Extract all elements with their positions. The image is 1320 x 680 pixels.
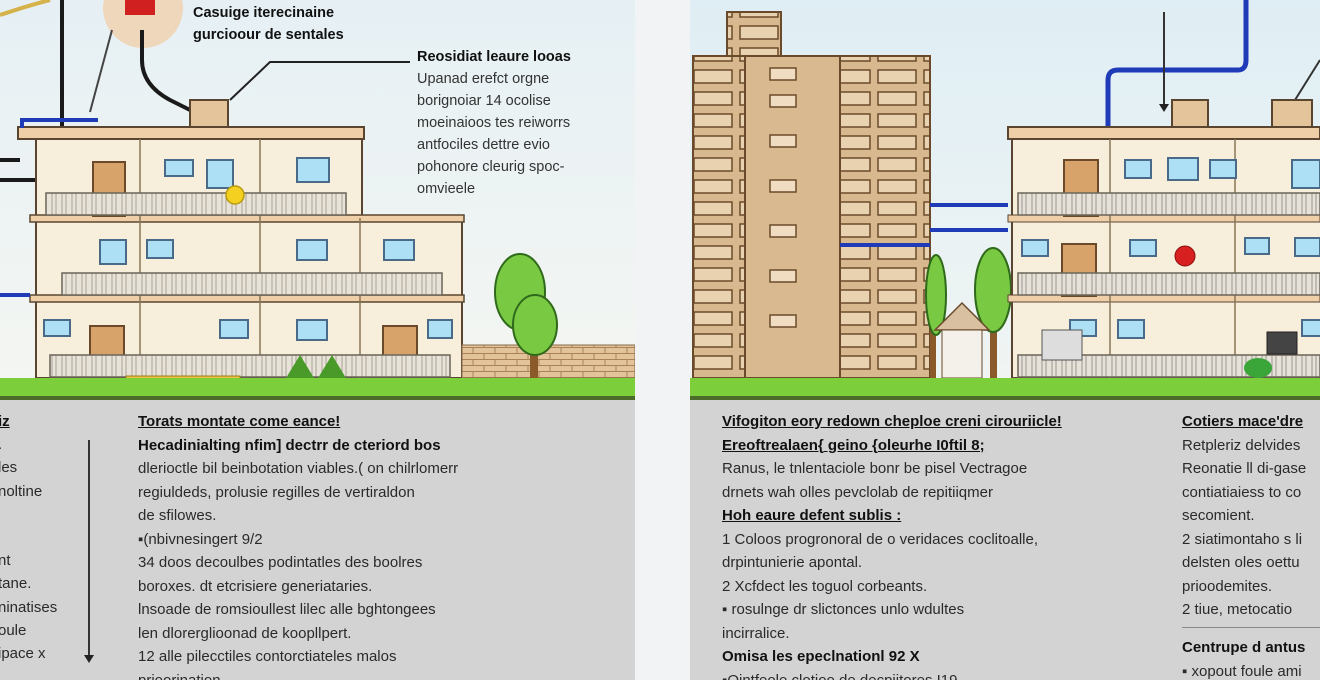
body-line: Ranus, le tnlentaciole bonr be pisel Vec…	[722, 460, 1028, 477]
top-callout: Casuige iterecinaine gurcioour de sental…	[193, 2, 344, 46]
body-line: drpintunierie apontal.	[722, 554, 863, 571]
callout-line: moeinaioos tes reiworrs	[417, 115, 571, 131]
light-icon	[225, 185, 245, 205]
power-cable	[0, 0, 51, 17]
chimney	[189, 99, 229, 129]
body-line: de sfilowes.	[138, 507, 217, 524]
section-title: Vifogiton eory redown cheploe creni ciro…	[722, 413, 1062, 430]
section-title: Torats montate come eance!	[138, 413, 341, 430]
low-rise-building-scene	[0, 0, 635, 400]
right-callout: Reosidiat leaure looas Upanad erefct org…	[417, 46, 571, 200]
side-line: secomient.	[1182, 507, 1255, 524]
body-line: ▪Ointfeole clotioo de decpiitores I19	[722, 671, 958, 680]
down-arrow	[88, 440, 90, 658]
body-line: 1 Coloos progronoral de o veridaces cocl…	[722, 530, 1039, 548]
body-line: dlerioctle bil beinbotation viables.( on…	[138, 460, 459, 477]
footer-heading: Omisa les epeclnationl 92 X	[722, 648, 920, 665]
body-line: len dlorerglioonad de koopllpert.	[138, 624, 352, 642]
left-text-panel: iz . les noltine nt tane. ninatises oule…	[0, 400, 635, 680]
main-column: Torats montate come eance! Hecadinialtin…	[138, 410, 458, 680]
balcony-railings	[45, 192, 451, 378]
ground	[690, 378, 1320, 398]
body-line: ▪ xopout foule ami	[1182, 662, 1302, 680]
device-icon	[125, 0, 155, 15]
bushes	[286, 355, 346, 378]
side-title: iz	[0, 413, 10, 430]
blue-pipe	[840, 203, 1008, 247]
body-line: drnets wah olles pevclolab de repitiiqme…	[722, 483, 993, 501]
balcony-railings	[1017, 192, 1320, 378]
body-line: ▪ rosulnge dr slictonces unlo wdultes	[722, 601, 965, 618]
callout-line: pohonore cleurig spoc-	[417, 159, 565, 175]
body-line: ▪(nbivnesingert 9/2	[138, 530, 263, 548]
side-line: les	[0, 459, 18, 477]
side-line: contiatiaiess to co	[1182, 483, 1302, 501]
side-line: delsten oles oettu	[1182, 554, 1300, 571]
left-illustration-panel: Casuige iterecinaine gurcioour de sental…	[0, 0, 635, 680]
body-line: 2 Xcfdect les toguol corbeants.	[722, 577, 928, 595]
side-line: 2 siatimontaho s li	[1182, 530, 1303, 548]
tower-top	[726, 11, 782, 59]
body-line: lnsoade de romsioullest lilec alle bghto…	[138, 601, 436, 618]
detail-circle	[103, 0, 183, 48]
section-subtitle: Hecadinialting nfim] dectrr de cteriord …	[138, 436, 441, 454]
section-subtitle: Ereoftrealaen{ geino {oleurhe I0ftil 8;	[722, 436, 985, 454]
main-column: Vifogiton eory redown cheploe creni ciro…	[722, 410, 1062, 680]
arrow-head-icon	[84, 655, 94, 663]
side-title: Cotiers mace'dre	[1182, 413, 1304, 430]
side-line: ipace x	[0, 645, 46, 663]
callout-title: Reosidiat leaure looas	[417, 49, 571, 65]
body-line: incirralice.	[722, 624, 790, 642]
blue-pipe-roof	[1105, 0, 1249, 135]
side-line: nt	[0, 552, 11, 570]
callout-line: gurcioour de sentales	[193, 27, 344, 43]
windows	[1021, 157, 1320, 339]
side-line: ninatises	[0, 598, 58, 616]
section-heading: Hoh eaure defent sublis :	[722, 507, 902, 524]
footer-heading: Centrupe d antus	[1182, 639, 1306, 656]
side-line: oule	[0, 621, 27, 639]
callout-line: Casuige iterecinaine	[193, 5, 335, 21]
divider	[1182, 627, 1320, 628]
callout-line: omvieele	[417, 181, 476, 197]
alarm-icon	[1174, 245, 1196, 267]
callout-line: Upanad erefct orgne	[417, 71, 550, 87]
blue-pipe	[0, 118, 98, 297]
callout-line: antfociles dettre evio	[417, 137, 550, 153]
brick-wall	[461, 344, 635, 379]
side-line	[0, 526, 57, 549]
tower-building-scene	[690, 0, 1320, 400]
body-line: 34 doos decoulbes podintatles des boolre…	[138, 554, 423, 571]
side-footer: Centrupe d antus ▪ xopout foule ami	[1182, 636, 1305, 680]
side-line: Reonatie ll di-gase	[1182, 460, 1307, 477]
side-line: Retpleriz delvides	[1182, 436, 1301, 454]
body-line: 12 alle pilecctiles contorctiateles malo…	[138, 648, 397, 665]
tv-icon	[1266, 331, 1298, 355]
callout-line: borignoiar 14 ocolise	[417, 93, 551, 109]
side-line: .	[0, 433, 57, 456]
side-line: 2 tiue, metocatio	[1182, 601, 1293, 618]
side-column: Cotiers mace'dre Retpleriz delvides Reon…	[1182, 410, 1306, 622]
side-line: prioodemites.	[1182, 577, 1273, 595]
side-column: iz . les noltine nt tane. ninatises oule…	[0, 410, 57, 665]
side-line: tane.	[0, 575, 32, 593]
callout-leader-line	[229, 61, 410, 101]
side-line	[0, 503, 57, 526]
tree	[925, 254, 947, 380]
body-line: regiuldeds, prolusie regilles de vertira…	[138, 483, 415, 501]
tree	[494, 253, 558, 380]
body-line: prioorination.	[138, 671, 225, 680]
right-text-panel: Vifogiton eory redown cheploe creni ciro…	[690, 400, 1320, 680]
chimney	[1171, 99, 1209, 129]
right-illustration-panel: Vifogiton eory redown cheploe creni ciro…	[690, 0, 1320, 680]
ground	[0, 378, 635, 398]
body-line: boroxes. dt etcrisiere generiataries.	[138, 577, 373, 595]
side-line: noltine	[0, 482, 43, 500]
windows	[43, 157, 453, 341]
